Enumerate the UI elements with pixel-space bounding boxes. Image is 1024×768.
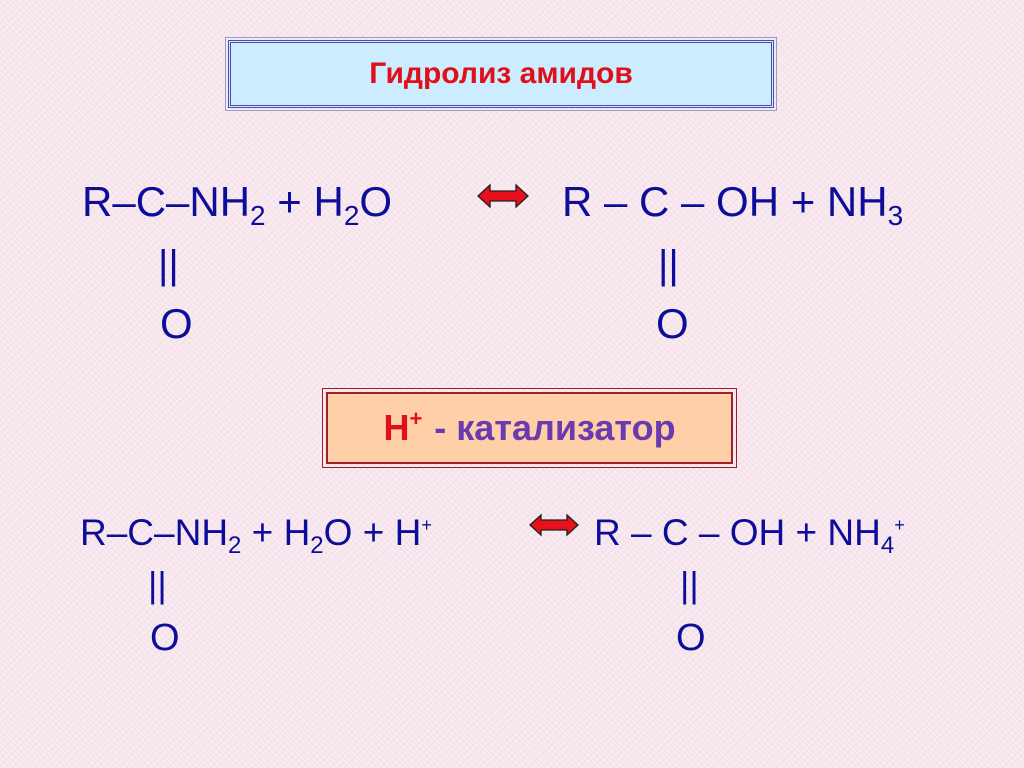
- reaction2-left: R–C–NH2 + H2O + H+: [80, 512, 432, 558]
- reaction1-left-water: + H: [265, 178, 344, 225]
- page-title: Гидролиз амидов: [369, 57, 633, 90]
- reaction2-left-amide: R–C–NH: [80, 512, 229, 553]
- reaction1-double-bond-left: ||: [158, 243, 179, 287]
- reaction1-left-amide: R–C–NH: [82, 178, 251, 225]
- reaction1-left-sub-amide: 2: [250, 200, 266, 231]
- reaction1-right-products: R – C – OH + NH: [562, 178, 888, 225]
- reaction1-right-sub: 3: [887, 200, 904, 231]
- reaction2-oxygen-left: O: [150, 617, 180, 659]
- catalyst-h-charge: +: [409, 406, 423, 431]
- title-box: Гидролиз амидов: [225, 37, 777, 111]
- catalyst-label: - катализатор: [434, 407, 676, 448]
- reaction1-left-sub-water: 2: [343, 200, 360, 231]
- reaction2-left-water: + H: [241, 512, 311, 553]
- reaction1-oxygen-left: O: [160, 300, 193, 347]
- reaction2-oxygen-right: O: [676, 617, 706, 659]
- catalyst-box: H+ - катализатор: [322, 388, 737, 468]
- reaction2-left-sub-amide: 2: [228, 532, 242, 559]
- reaction2-right-sub: 4: [880, 532, 895, 559]
- reaction2-left-proton: O + H: [323, 512, 422, 553]
- reaction2-double-bond-left: ||: [148, 564, 167, 605]
- reaction2-left-charge: +: [421, 515, 432, 535]
- reaction1-left: R–C–NH2 + H2O: [82, 178, 393, 230]
- reaction1-left-oxygen: O: [359, 178, 393, 225]
- reaction2-right-charge: +: [894, 515, 905, 535]
- reaction2-double-bond-right: ||: [680, 564, 699, 605]
- catalyst-h: H: [383, 407, 410, 448]
- reaction2-right: R – C – OH + NH4+: [594, 512, 905, 558]
- equilibrium-arrow-icon: [529, 513, 579, 537]
- reaction1-oxygen-right: O: [656, 300, 689, 347]
- reaction1-right: R – C – OH + NH3: [562, 178, 903, 230]
- reaction1-double-bond-right: ||: [658, 243, 679, 287]
- reaction2-left-sub-water: 2: [310, 532, 324, 559]
- catalyst-proton: H+: [383, 407, 422, 449]
- equilibrium-arrow-icon: [477, 183, 529, 209]
- reaction2-right-products: R – C – OH + NH: [594, 512, 881, 553]
